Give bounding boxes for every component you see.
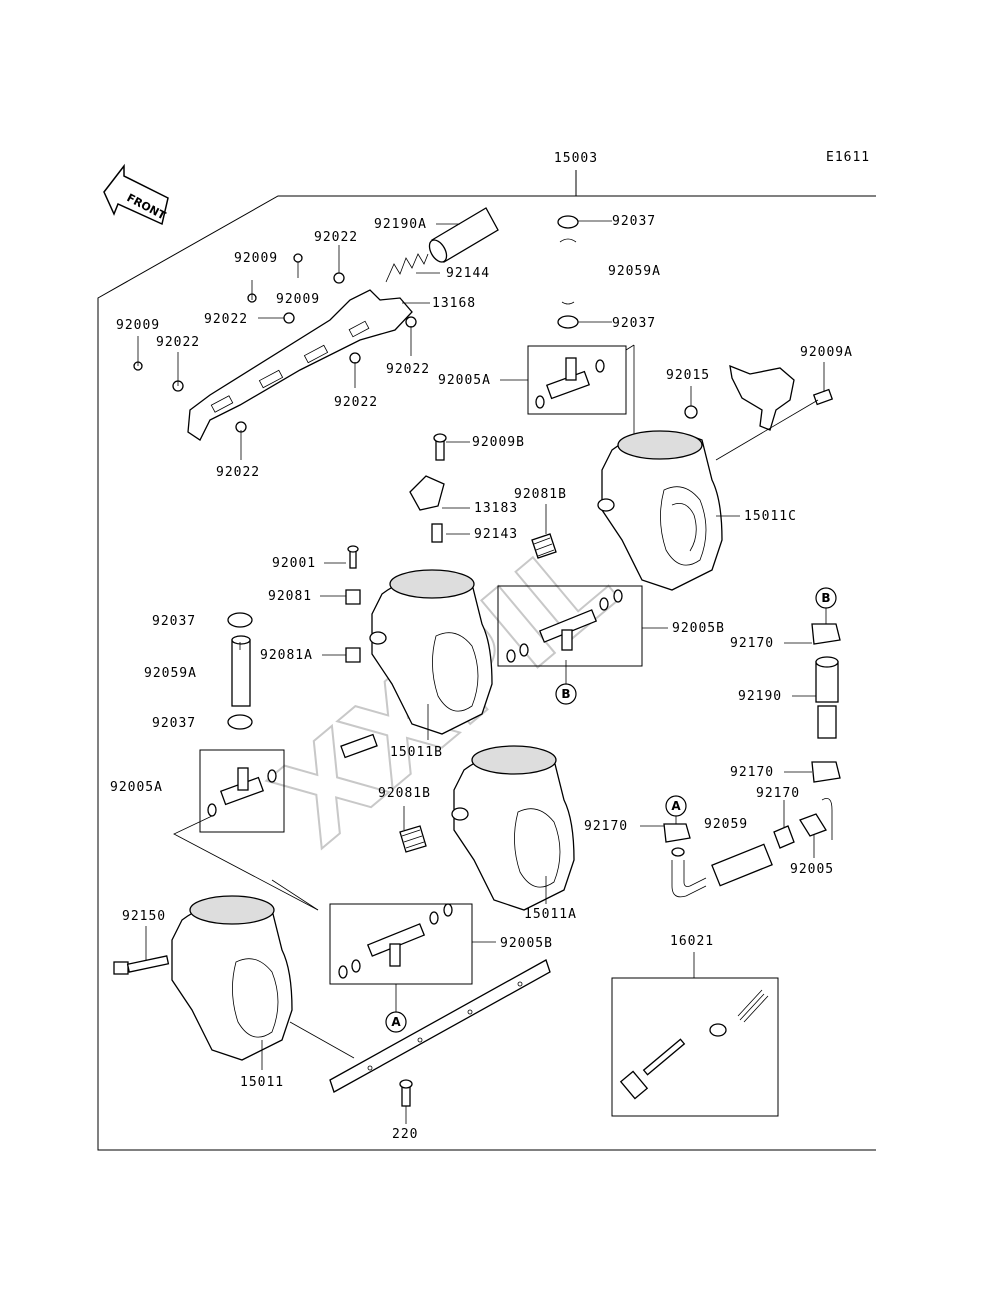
label-92037-top: 92037: [612, 214, 656, 229]
hose-92190A: [428, 207, 499, 263]
carburetor-15011A: [451, 745, 575, 911]
label-92037-left2: 92037: [152, 716, 196, 731]
label-92037-top2: 92037: [612, 316, 656, 331]
label-92005: 92005: [790, 862, 834, 877]
tfitting-92005B-top: [506, 589, 623, 663]
label-92022-e: 92022: [334, 395, 378, 410]
small-parts-92001-92081: [345, 545, 361, 663]
carburetor-15011: [171, 895, 293, 1061]
spring-92081B-mid: [399, 825, 427, 853]
label-92170-b: 92170: [730, 765, 774, 780]
callout-A-lower-text: A: [391, 1015, 401, 1029]
label-92009-b: 92009: [276, 292, 320, 307]
label-92081B-top: 92081B: [514, 487, 567, 502]
label-15011C: 15011C: [744, 509, 797, 524]
label-92009B: 92009B: [472, 435, 525, 450]
screw-92009B: [433, 433, 447, 461]
callout-A-upper-text: A: [671, 799, 681, 813]
label-92081A: 92081A: [260, 648, 313, 663]
pilot-screw-set-16021: [619, 989, 769, 1100]
label-92022-a: 92022: [314, 230, 358, 245]
spring-92081B-top: [531, 533, 557, 559]
label-92170-d: 92170: [584, 819, 628, 834]
label-220: 220: [392, 1127, 418, 1142]
label-92190A: 92190A: [374, 217, 427, 232]
label-92143: 92143: [474, 527, 518, 542]
tfitting-92005A-top: [535, 215, 605, 409]
label-92005B-top: 92005B: [672, 621, 725, 636]
label-13183: 13183: [474, 501, 518, 516]
label-92005A-top: 92005A: [438, 373, 491, 388]
label-92150: 92150: [122, 909, 166, 924]
callout-B-lower-text: B: [561, 687, 570, 701]
bolt-92150: [113, 955, 170, 975]
label-92022-f: 92022: [216, 465, 260, 480]
label-15011B: 15011B: [390, 745, 443, 760]
label-16021: 16021: [670, 934, 714, 949]
label-92009-a: 92009: [234, 251, 278, 266]
label-15003: 15003: [554, 151, 598, 166]
label-92022-b: 92022: [204, 312, 248, 327]
leader-lines: [137, 220, 825, 1124]
callout-B-upper-text: B: [821, 591, 830, 605]
carburetor-15011C: [597, 430, 723, 591]
hose-92059A-left: [227, 612, 253, 730]
label-92022-d: 92022: [386, 362, 430, 377]
spring-92144: [385, 253, 429, 283]
front-arrow-icon: FRONT: [103, 163, 169, 226]
label-92009A: 92009A: [800, 345, 853, 360]
hose-92059: [663, 823, 773, 898]
diagram-code: E1611: [826, 150, 870, 165]
label-92037-left: 92037: [152, 614, 196, 629]
label-92022-c: 92022: [156, 335, 200, 350]
throttle-bracket: [684, 364, 834, 461]
label-92059: 92059: [704, 817, 748, 832]
part-labels: E1611 15003 92190A 92144 13168 92037 920…: [110, 150, 870, 1142]
bracket-13183: [409, 475, 445, 511]
label-92059A-top: 92059A: [608, 264, 661, 279]
stay-plate-220: [329, 959, 551, 1107]
box-92005B-top: [497, 585, 643, 667]
bracket-assembly: [133, 253, 417, 441]
hose-right-assembly: [773, 623, 841, 849]
label-15011: 15011: [240, 1075, 284, 1090]
label-92170-a: 92170: [730, 636, 774, 651]
label-92059A-left: 92059A: [144, 666, 197, 681]
label-13168: 13168: [432, 296, 476, 311]
jet-92143: [431, 523, 443, 543]
label-92081B-mid: 92081B: [378, 786, 431, 801]
label-92005B-bottom: 92005B: [500, 936, 553, 951]
label-92190: 92190: [738, 689, 782, 704]
label-92005A-left: 92005A: [110, 780, 163, 795]
box-16021: [611, 977, 779, 1117]
tfitting-92005B-bottom: [338, 903, 453, 979]
label-92001: 92001: [272, 556, 316, 571]
carburetor-15011B: [340, 569, 493, 759]
label-92144: 92144: [446, 266, 490, 281]
label-92009-c: 92009: [116, 318, 160, 333]
main-frame: [97, 195, 876, 1151]
box-92005A-left: [199, 749, 285, 833]
label-92015: 92015: [666, 368, 710, 383]
label-15011A: 15011A: [524, 907, 577, 922]
callout-A-lower: [385, 1011, 407, 1033]
box-92005B-bottom: [329, 903, 473, 985]
label-92170-c: 92170: [756, 786, 800, 801]
label-92081: 92081: [268, 589, 312, 604]
